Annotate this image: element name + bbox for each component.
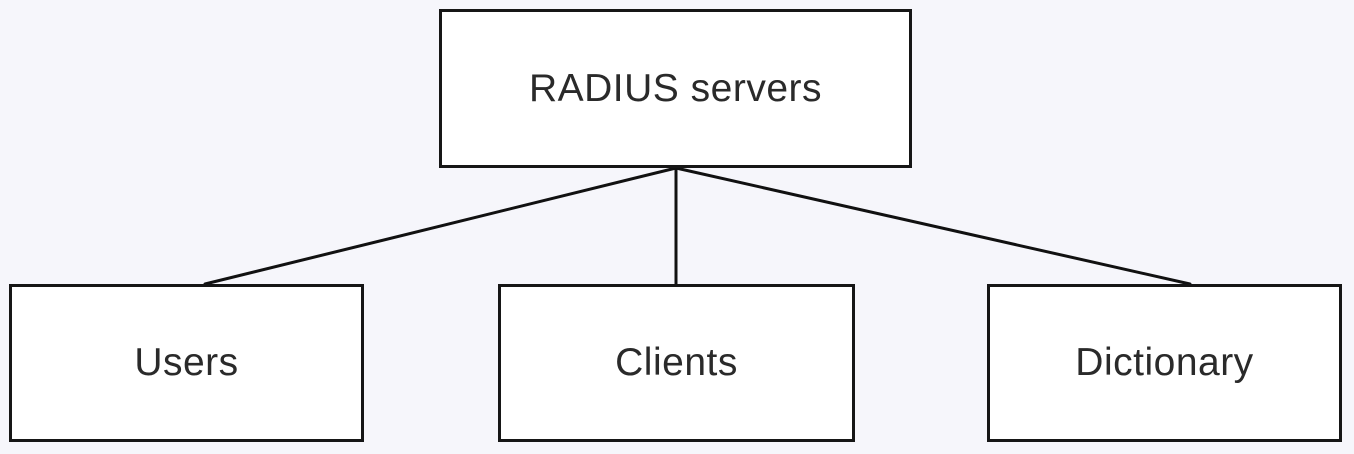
dictionary-label: Dictionary [1075,341,1254,384]
connector-root-to-users [203,166,678,286]
dictionary-node: Dictionary [987,284,1342,442]
connector-root-to-dictionary [674,166,1192,286]
radius-servers-node: RADIUS servers [439,9,912,168]
users-node: Users [9,284,364,442]
clients-label: Clients [615,341,738,384]
users-label: Users [134,341,239,384]
clients-node: Clients [498,284,855,442]
radius-servers-label: RADIUS servers [528,66,823,110]
